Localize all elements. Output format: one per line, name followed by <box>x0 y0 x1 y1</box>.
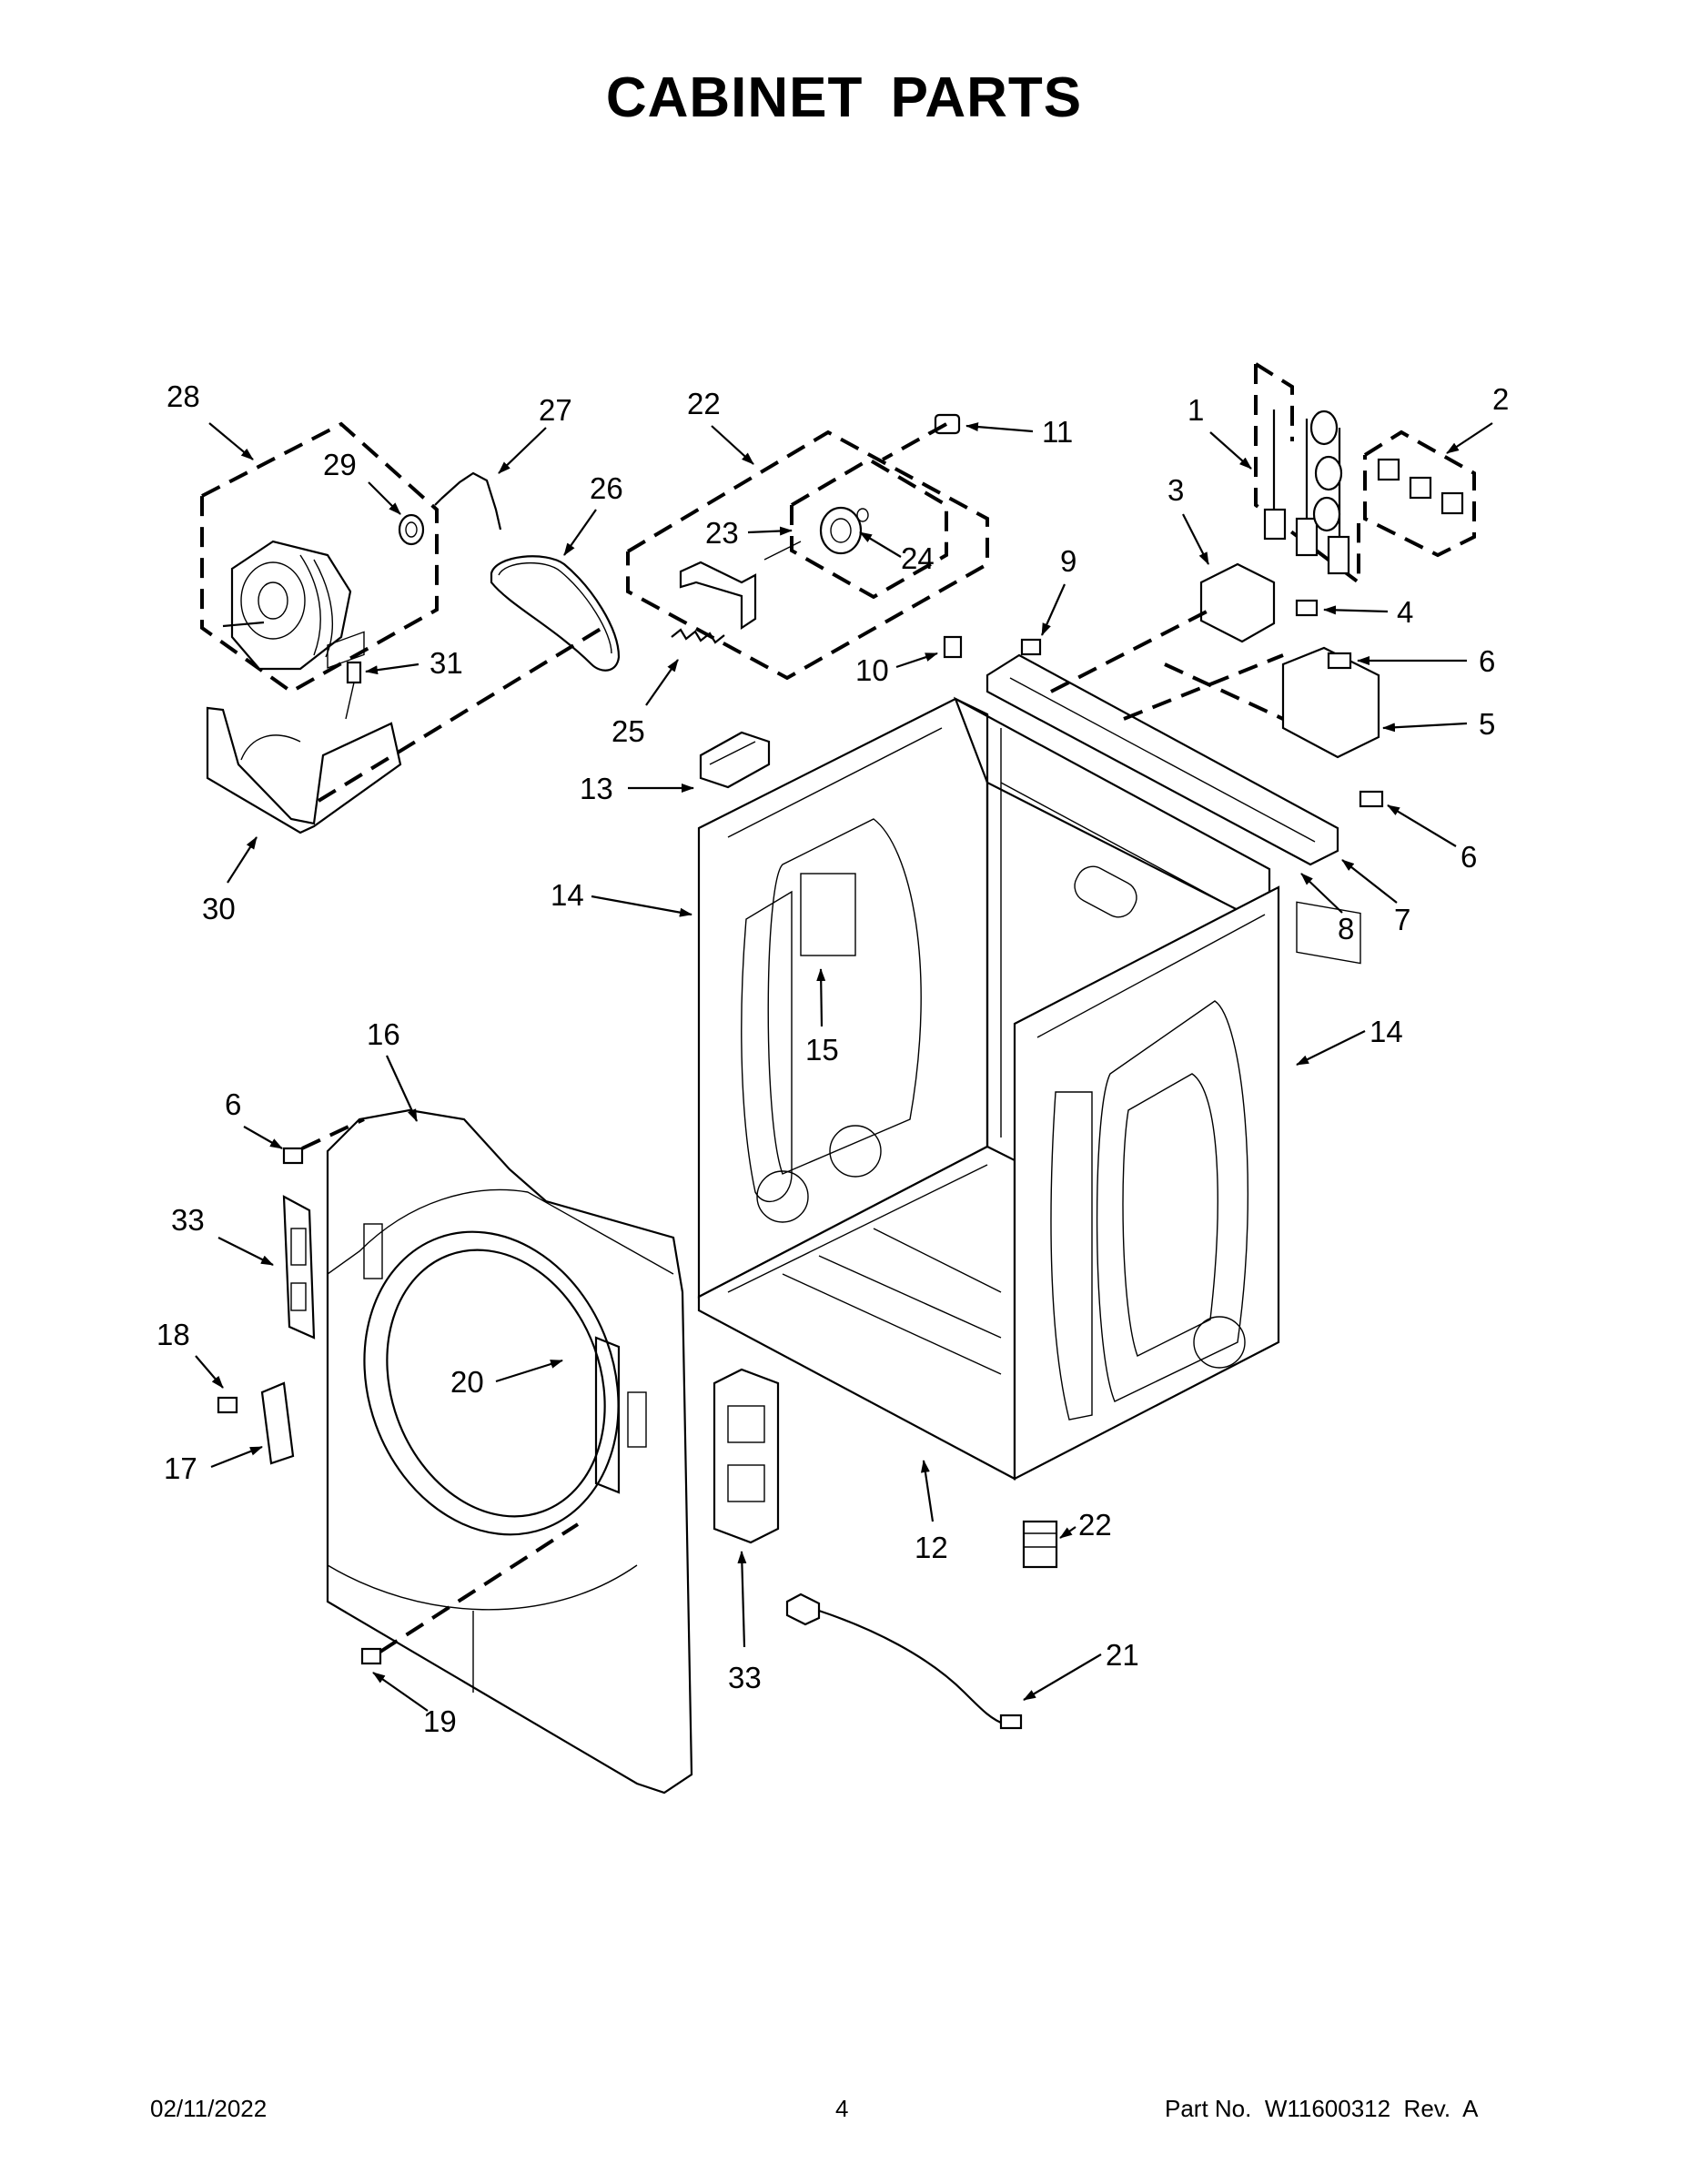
control-board <box>699 731 771 789</box>
callout-11: 11 <box>1042 415 1073 449</box>
screw-19 <box>360 1647 382 1665</box>
callout-33a: 33 <box>171 1203 205 1237</box>
callout-33b: 33 <box>728 1661 762 1694</box>
callout-25: 24 <box>901 541 935 575</box>
callout-2: 2 <box>1492 382 1509 416</box>
idler-assembly <box>626 413 989 681</box>
footer-page-number: 4 <box>835 2095 849 2122</box>
callout-6c: 6 <box>225 1087 241 1121</box>
callout-32: 31 <box>430 646 463 680</box>
callout-6b: 6 <box>1461 840 1477 874</box>
callout-17: 17 <box>164 1451 197 1485</box>
callout-31: 30 <box>202 892 236 925</box>
callout-29: 28 <box>167 379 200 413</box>
callout-16: 16 <box>367 1017 400 1051</box>
callout-30: 29 <box>323 448 357 481</box>
callout-1: 1 <box>1188 393 1204 427</box>
footer-date: 02/11/2022 <box>150 2095 268 2122</box>
callout-13: 13 <box>580 772 613 805</box>
callouts: 28 29 27 26 22 23 24 11 1 2 3 4 9 10 6 5… <box>157 379 1509 1738</box>
wire-harness <box>785 1592 1023 1730</box>
screw-18 <box>217 1396 238 1414</box>
callout-3: 3 <box>1167 473 1184 507</box>
callout-24: 23 <box>705 516 739 550</box>
hinge-left <box>282 1195 316 1340</box>
callout-10: 10 <box>855 653 889 687</box>
callout-23: 22 <box>687 387 721 420</box>
hinge-right <box>713 1368 780 1544</box>
cabinet-body <box>697 696 1280 1481</box>
leveling-foot <box>1022 1520 1058 1569</box>
callout-18: 18 <box>157 1318 190 1351</box>
drive-belt <box>490 555 621 672</box>
callout-4: 4 <box>1397 595 1413 629</box>
callout-15: 15 <box>805 1033 839 1067</box>
hinge-cover <box>260 1381 295 1465</box>
callout-12: 12 <box>915 1531 948 1564</box>
callout-6a: 6 <box>1479 644 1495 678</box>
callout-7: 7 <box>1394 903 1410 936</box>
callout-9: 9 <box>1060 544 1076 578</box>
callout-8: 8 <box>1338 912 1354 945</box>
footer-part-number: Part No. W11600312 Rev. A <box>1165 2095 1479 2122</box>
callout-19: 19 <box>423 1704 457 1738</box>
idler-spring <box>671 628 725 644</box>
motor-assembly <box>200 421 612 834</box>
callout-14a: 14 <box>551 878 584 912</box>
callout-14b: 14 <box>1370 1015 1403 1048</box>
front-panel <box>326 1108 693 1795</box>
callout-20: 20 <box>450 1365 484 1399</box>
callout-21: 21 <box>1106 1638 1139 1672</box>
callout-22: 22 <box>1078 1508 1112 1542</box>
thermostat-group <box>943 362 1476 965</box>
callout-28: 27 <box>539 393 572 427</box>
callout-5: 5 <box>1479 707 1495 741</box>
callout-26: 25 <box>612 714 645 748</box>
screw-6-front <box>282 1147 304 1165</box>
callout-27: 26 <box>590 471 623 505</box>
page-title: CABINET PARTS <box>605 66 1083 129</box>
